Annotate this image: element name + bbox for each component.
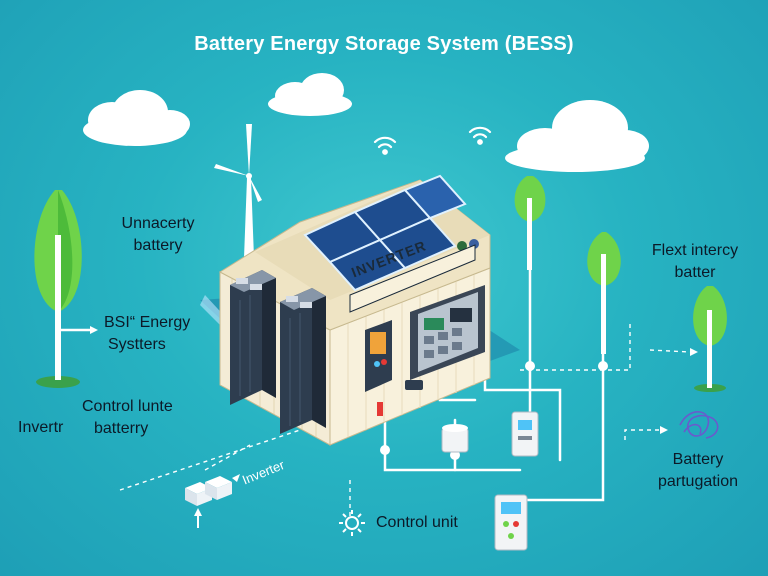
control-panel — [365, 320, 392, 392]
propagation-icon — [679, 411, 719, 439]
cloud-icon — [505, 100, 649, 172]
solar-panel-icon — [303, 174, 467, 292]
inverter-boxes — [185, 476, 232, 506]
wifi-icon — [468, 126, 492, 145]
wifi-icon — [373, 136, 397, 155]
battery-rack-icon — [230, 270, 326, 434]
label-battery-partugation: Battery partugation — [657, 451, 739, 490]
label-control-unit: Control unit — [376, 514, 458, 531]
gear-icon — [339, 510, 365, 536]
control-cabinet — [494, 494, 528, 551]
meter-box — [441, 424, 469, 453]
cloud-icon — [83, 90, 190, 146]
cloud-icon — [268, 73, 352, 116]
label-bsi-energy: BSI“ Energy Systters — [104, 314, 191, 353]
label-invertr: Invertr — [18, 419, 64, 436]
page-title: Battery Energy Storage System (BESS) — [194, 33, 574, 55]
tree-icon — [693, 286, 727, 392]
label-control-lunte: Control lunte batterry — [82, 398, 173, 437]
junction-box — [511, 411, 539, 457]
wind-turbine-icon — [214, 124, 262, 258]
label-unnacerty: Unnacerty battery — [121, 215, 195, 254]
inverter-cabinet — [410, 285, 485, 380]
tree-icon — [34, 190, 82, 388]
signal-lines — [119, 320, 691, 520]
tree-icon — [587, 232, 621, 354]
label-flext-intercy: Flext intercy batter — [651, 242, 739, 281]
tree-icon — [514, 176, 546, 270]
